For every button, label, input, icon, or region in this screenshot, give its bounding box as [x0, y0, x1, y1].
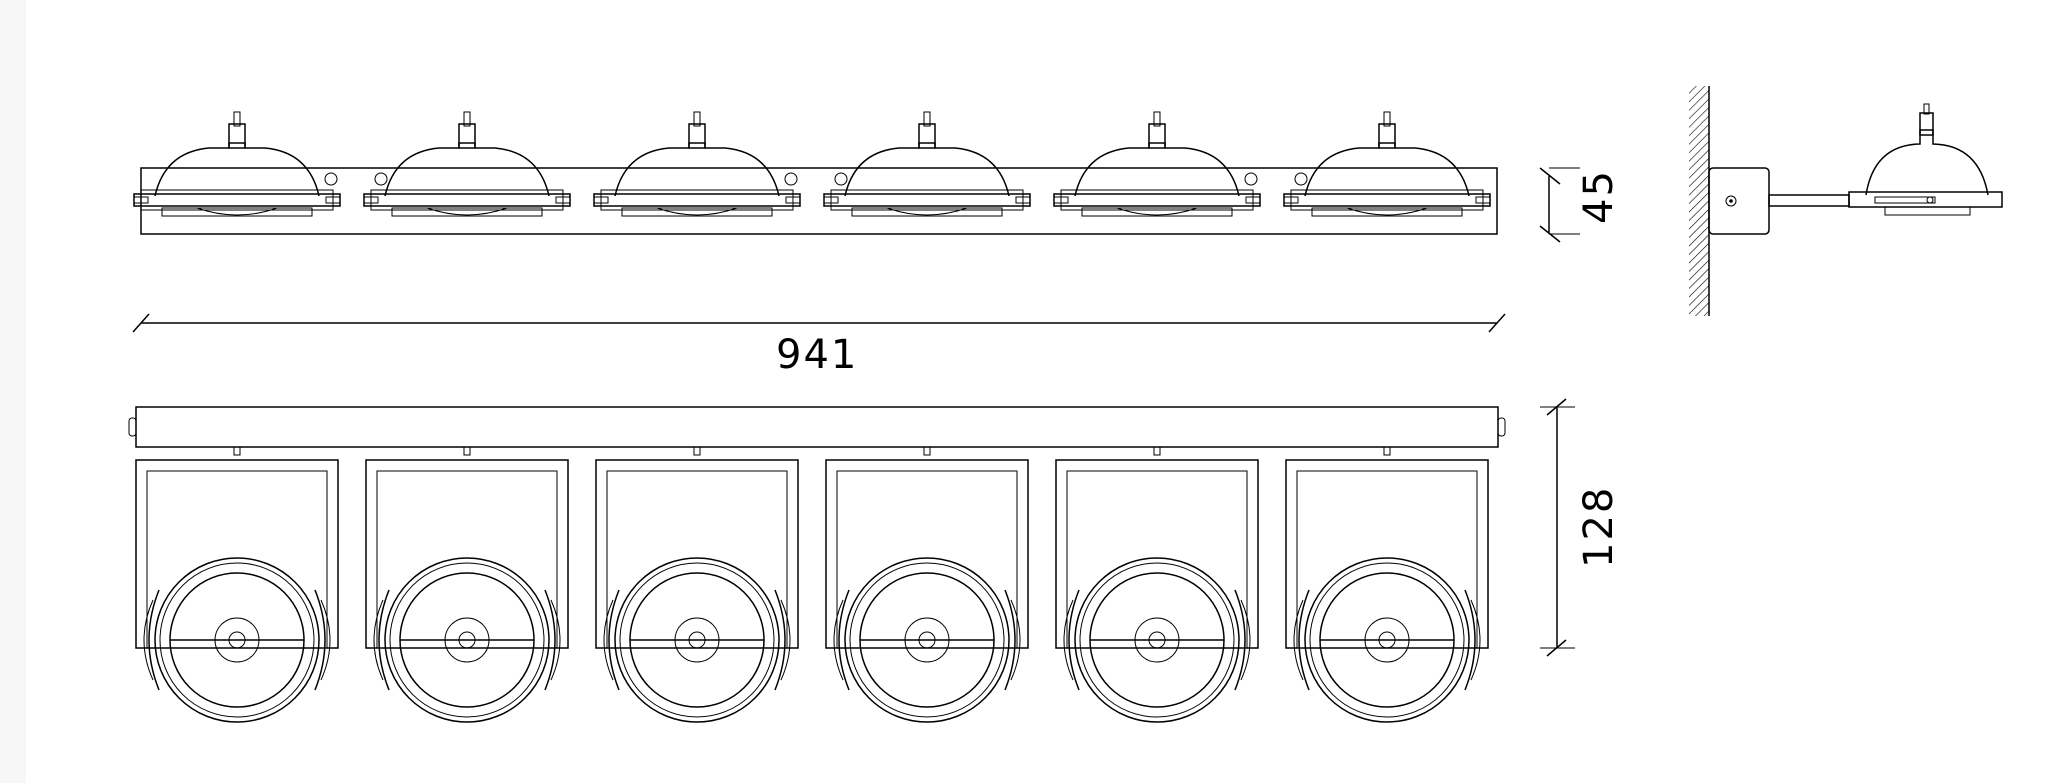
wall-mount	[1708, 167, 1770, 235]
front-spot	[1053, 111, 1261, 217]
side-lamp-frame	[1848, 191, 2003, 208]
front-spot	[1283, 111, 1491, 217]
front-spot	[363, 111, 571, 217]
top-spot	[825, 446, 1029, 723]
front-spot	[133, 111, 341, 217]
top-spot	[135, 446, 339, 723]
side-view	[1689, 86, 2003, 316]
top-spot	[595, 446, 799, 723]
top-spot	[1285, 446, 1489, 723]
length-dimension: 941	[132, 313, 1506, 378]
front-spot	[823, 111, 1031, 217]
length-dimension-label: 941	[776, 332, 858, 378]
depth-dimension: 128	[1540, 398, 1622, 657]
front-spot	[593, 111, 801, 217]
front-view	[133, 111, 1498, 235]
top-spot	[365, 446, 569, 723]
depth-dimension-label: 128	[1576, 486, 1622, 568]
side-arm	[1768, 194, 1850, 207]
top-view	[128, 406, 1506, 723]
height-dimension: 45	[1539, 167, 1622, 243]
top-bar	[135, 406, 1499, 448]
wall-hatch	[1689, 86, 1709, 316]
height-dimension-label: 45	[1576, 169, 1622, 224]
top-spot	[1055, 446, 1259, 723]
side-lamp-reflector	[1865, 129, 1989, 196]
front-bar	[140, 167, 1498, 235]
left-margin	[0, 0, 26, 783]
